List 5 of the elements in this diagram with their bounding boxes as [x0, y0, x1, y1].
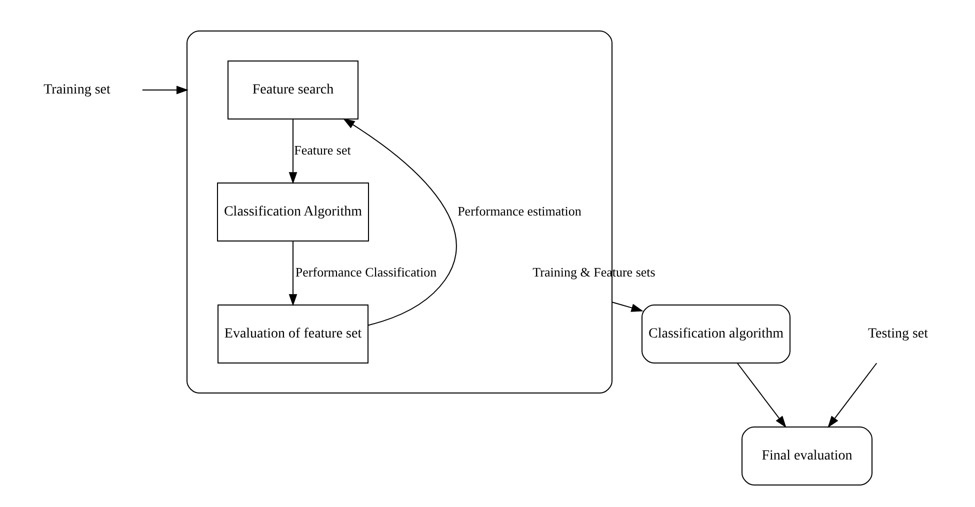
edge-label: Feature set	[294, 142, 351, 157]
edge-label: Performance estimation	[458, 202, 582, 218]
edge-label: Performance Classification	[295, 264, 437, 279]
node-text: Testing set	[868, 326, 928, 342]
node-text: Training set	[44, 82, 110, 98]
